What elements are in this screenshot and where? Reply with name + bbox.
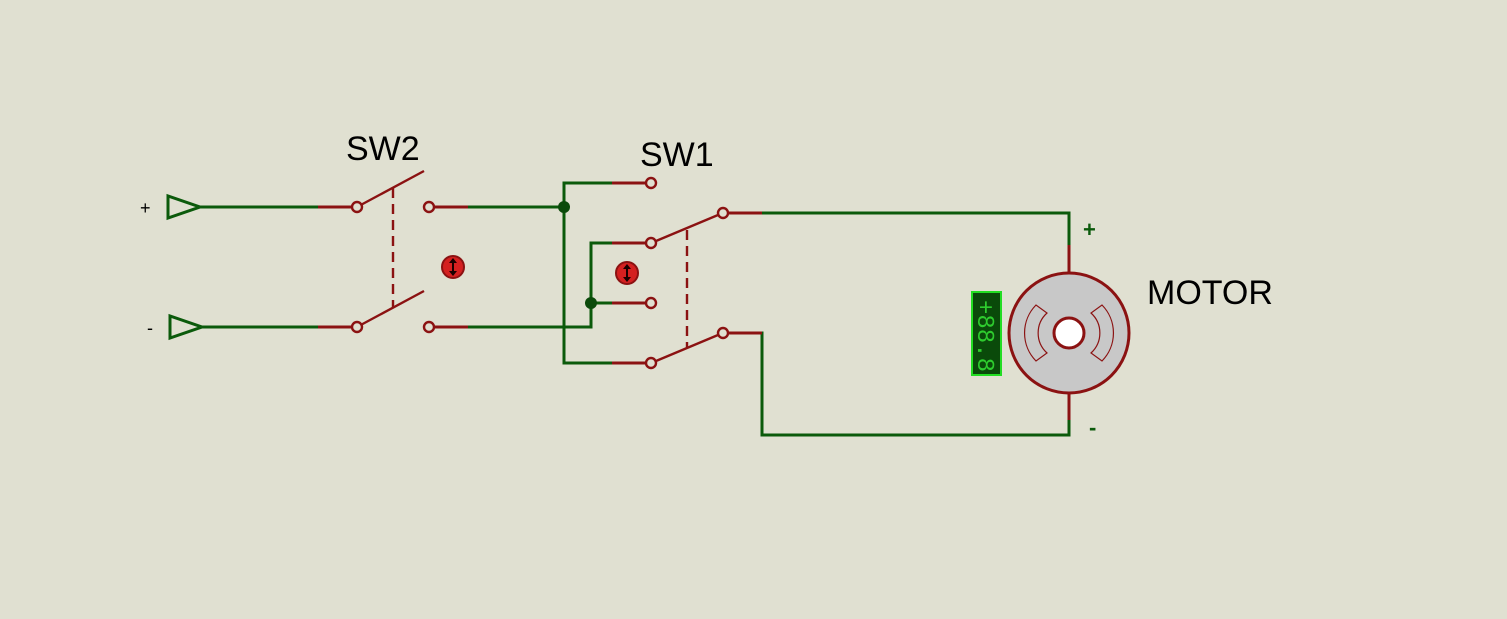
wire-sw1-to-motor-minus[interactable] [760,331,1071,437]
wire-sw2-bottom-out[interactable] [466,241,614,329]
terminal-negative[interactable]: - [147,313,207,341]
triangle-terminal-icon [168,313,207,341]
motor-speed-display: +88.8 [970,291,1002,376]
wire-cross-loop[interactable] [562,181,614,365]
sw2-pin [350,320,364,334]
sw2-blade [356,289,425,329]
sw1-blade [655,213,719,243]
switch-sw1[interactable]: SW1 [612,136,762,370]
sw2-pin [422,200,436,214]
wire-sw1-to-motor-plus[interactable] [760,211,1071,247]
sw1-pin [644,356,658,370]
motor-shaft [1052,316,1086,350]
motor-speed-value: +88.8 [970,300,997,372]
motor-minus-label: - [1089,415,1096,440]
sw2-label: SW2 [346,130,420,168]
sw1-pin [716,206,730,220]
switch-sw2[interactable]: SW2 [318,130,468,334]
sw2-pin [422,320,436,334]
sw1-pin [716,326,730,340]
sw1-label: SW1 [640,136,714,174]
junction-dot [558,201,570,213]
motor[interactable]: MOTOR + - [1007,217,1273,440]
switch-actuator-icon[interactable] [441,255,465,279]
sw1-pin [644,296,658,310]
motor-magnet-right [1090,304,1115,362]
wires [198,181,1071,437]
motor-magnet-left [1023,304,1048,362]
sw2-blade [356,169,425,209]
motor-label: MOTOR [1147,274,1273,312]
terminal-negative-label: - [147,318,153,338]
motor-plus-label: + [1083,217,1096,242]
sw1-pin [644,236,658,250]
triangle-terminal-icon [166,193,205,221]
sw2-pin [350,200,364,214]
junction-dot [585,297,597,309]
terminal-positive-label: + [140,198,151,218]
switch-actuator-icon[interactable] [615,261,639,285]
terminal-positive[interactable]: + [140,193,205,221]
sw1-pin [644,176,658,190]
